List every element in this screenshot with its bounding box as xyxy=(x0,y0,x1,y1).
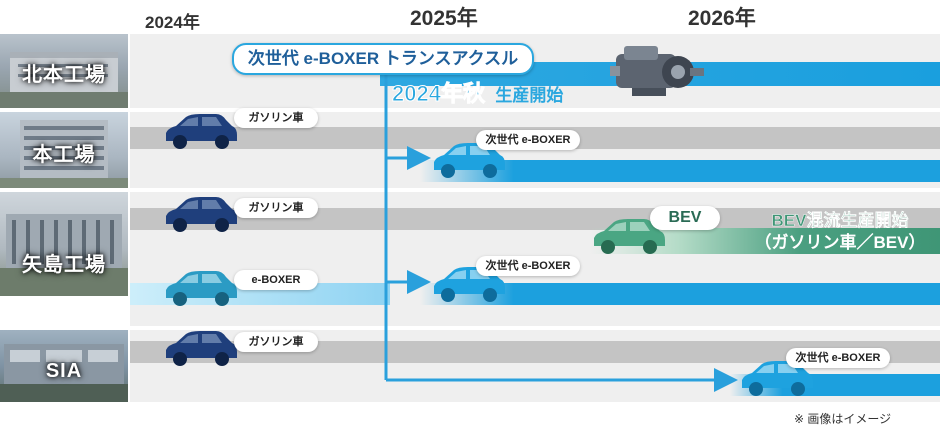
transaxle-label: 次世代 e-BOXER トランスアクスル xyxy=(232,43,534,75)
bev-note-line2: （ガソリン車／BEV） xyxy=(754,233,926,252)
glass-building-icon xyxy=(0,214,128,296)
gasoline-tag-sia: ガソリン車 xyxy=(234,332,318,352)
footnote: ※ 画像はイメージ xyxy=(794,412,892,426)
plant-photo-sia xyxy=(0,330,128,402)
aerial-factory-icon xyxy=(0,344,128,402)
plant-photo-kita xyxy=(0,34,128,108)
next-eboxer-band-yajima xyxy=(420,283,940,305)
gasoline-tag-hon: ガソリン車 xyxy=(234,108,318,128)
transaxle-start-main: 2024年秋 xyxy=(392,81,486,107)
bev-note-line1: BEV混流生産開始 xyxy=(771,211,909,230)
plant-label-kita: 北本工場 xyxy=(22,64,106,86)
bev-note: BEV混流生産開始 （ガソリン車／BEV） xyxy=(742,210,938,254)
eboxer-car-yajima-icon xyxy=(166,271,237,306)
transaxle-start-text: 2024年秋 生産開始 xyxy=(392,76,564,108)
year-2026: 2026年 xyxy=(688,7,756,30)
plant-label-yajima: 矢島工場 xyxy=(22,254,106,276)
gasoline-car-hon-icon xyxy=(166,114,237,149)
factory-building-icon xyxy=(0,52,128,108)
gasoline-band-sia xyxy=(130,341,940,363)
gasoline-band-yajima xyxy=(130,208,940,230)
next-eboxer-tag-sia: 次世代 e-BOXER xyxy=(786,348,890,368)
year-2024: 2024年 xyxy=(145,13,200,32)
gasoline-car-yajima-icon xyxy=(166,197,237,232)
plant-photo-hon xyxy=(0,112,128,188)
plant-label-hon: 本工場 xyxy=(32,144,96,166)
transaxle-engine-icon xyxy=(610,46,704,96)
next-eboxer-band-hon xyxy=(420,160,940,182)
eboxer-tag-yajima: e-BOXER xyxy=(234,270,318,290)
plant-photo-yajima xyxy=(0,192,128,296)
year-2025: 2025年 xyxy=(410,7,478,30)
bev-tag: BEV xyxy=(650,206,720,230)
gasoline-car-sia-icon xyxy=(166,331,237,366)
transaxle-label-text: 次世代 e-BOXER トランスアクスル xyxy=(247,49,519,68)
transaxle-start-sub: 生産開始 xyxy=(495,86,564,105)
gasoline-tag-yajima: ガソリン車 xyxy=(234,198,318,218)
next-eboxer-tag-hon: 次世代 e-BOXER xyxy=(476,130,580,150)
next-eboxer-tag-yajima: 次世代 e-BOXER xyxy=(476,256,580,276)
plant-label-sia: SIA xyxy=(45,360,83,382)
bev-car-icon xyxy=(594,219,665,254)
office-building-icon xyxy=(0,120,128,188)
